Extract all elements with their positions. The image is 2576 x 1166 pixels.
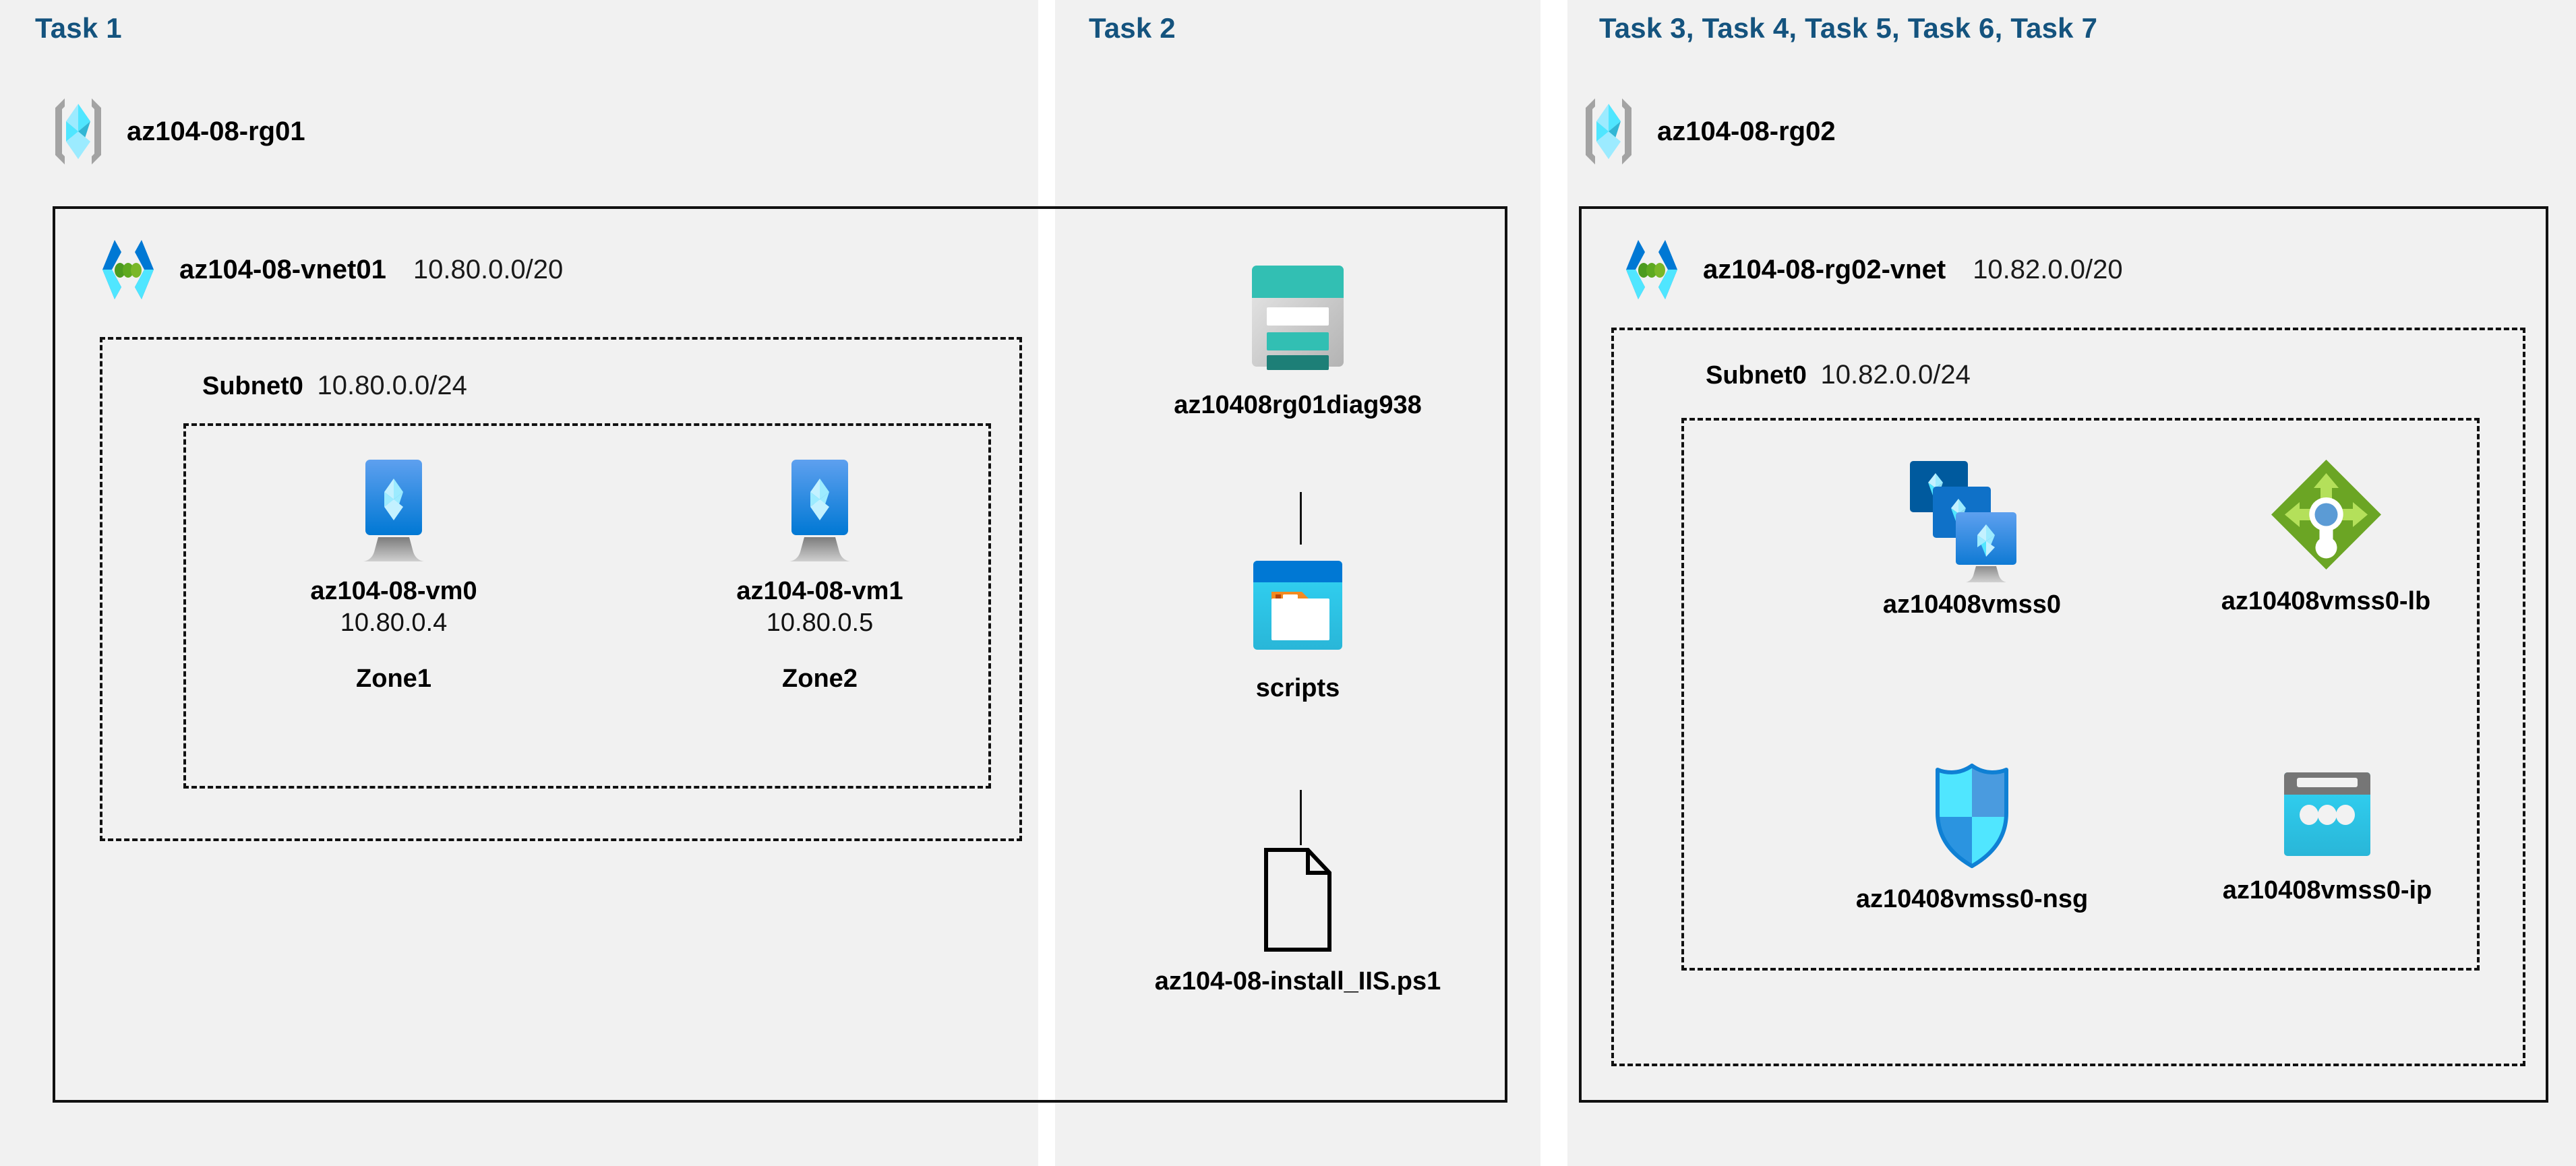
node-public-ip-address[interactable]: az10408vmss0-ip — [2165, 768, 2489, 906]
vnet-cidr: 10.82.0.0/20 — [1973, 254, 2123, 284]
vm-scale-set-label: az10408vmss0 — [1882, 590, 2062, 619]
resource-group-icon — [1578, 94, 1640, 168]
virtual-network-icon — [1618, 237, 1685, 302]
script-file-icon — [1254, 846, 1342, 954]
vm-scale-set-icon — [1905, 456, 2039, 582]
virtual-network-icon — [94, 237, 162, 302]
vnet-boundary-vnet01 — [53, 206, 1507, 1103]
storage-account-icon — [1237, 256, 1358, 377]
virtual-machine-icon — [769, 456, 870, 563]
task-title-3: Task 3, Task 4, Task 5, Task 6, Task 7 — [1599, 12, 2098, 44]
load-balancer-icon — [2267, 456, 2385, 574]
vnet-name: az104-08-rg02-vnet — [1703, 254, 1946, 284]
storage-account-label: az10408rg01diag938 — [1174, 391, 1422, 419]
resource-group-name: az104-08-rg02 — [1657, 116, 1836, 146]
node-vm1[interactable]: az104-08-vm1 10.80.0.5 Zone2 — [705, 456, 934, 694]
vm-label: az104-08-vm0 — [310, 577, 477, 605]
vnet-cidr: 10.80.0.0/20 — [413, 254, 564, 284]
connector-storage-to-scripts — [1300, 492, 1302, 545]
public-ip-address-label: az10408vmss0-ip — [2222, 876, 2432, 904]
subnet-boundary-subnet0-vnet01 — [100, 337, 1022, 841]
resource-group-row-rg02: az104-08-rg02 — [1578, 94, 1836, 168]
vm-zone: Zone2 — [782, 664, 858, 693]
vnet-boundary-rg02-vnet — [1579, 206, 2548, 1103]
network-security-group-icon — [1921, 760, 2023, 871]
node-blob-container[interactable]: scripts — [1176, 553, 1419, 704]
subnet-inner-boundary-rg02vnet — [1681, 418, 2480, 971]
blob-container-label: scripts — [1255, 674, 1340, 702]
script-file-label: az104-08-install_IIS.ps1 — [1154, 967, 1441, 995]
subnet-label-rg02vnet: Subnet0 10.82.0.0/24 — [1706, 360, 1971, 390]
subnet-label-vnet01: Subnet0 10.80.0.0/24 — [202, 371, 467, 401]
node-storage-account[interactable]: az10408rg01diag938 — [1129, 256, 1466, 421]
resource-group-icon — [47, 94, 109, 168]
task-title-2: Task 2 — [1089, 12, 1176, 44]
panel-task1 — [0, 0, 1038, 1166]
task-title-1: Task 1 — [35, 12, 122, 44]
vnet-name: az104-08-vnet01 — [179, 254, 386, 284]
node-script-file[interactable]: az104-08-install_IIS.ps1 — [1082, 846, 1514, 997]
vm-ip: 10.80.0.5 — [766, 609, 874, 638]
load-balancer-label: az10408vmss0-lb — [2221, 587, 2431, 615]
subnet-boundary-subnet0-rg02vnet — [1611, 328, 2525, 1066]
node-load-balancer[interactable]: az10408vmss0-lb — [2157, 456, 2494, 617]
subnet-cidr: 10.82.0.0/24 — [1820, 360, 1971, 390]
network-security-group-label: az10408vmss0-nsg — [1855, 885, 2089, 913]
panel-task3 — [1567, 0, 2576, 1166]
subnet-inner-boundary-vnet01 — [183, 423, 991, 789]
virtual-machine-icon — [343, 456, 444, 563]
vm-zone: Zone1 — [356, 664, 431, 693]
subnet-name: Subnet0 — [202, 372, 303, 400]
vm-ip: 10.80.0.4 — [340, 609, 448, 638]
vnet-row-rg02vnet: az104-08-rg02-vnet 10.82.0.0/20 — [1618, 237, 2123, 302]
node-network-security-group[interactable]: az10408vmss0-nsg — [1807, 760, 2137, 915]
connector-scripts-to-script-file — [1300, 790, 1302, 845]
resource-group-row-rg01: az104-08-rg01 — [47, 94, 305, 168]
public-ip-address-icon — [2277, 768, 2377, 863]
blob-container-icon — [1244, 553, 1352, 661]
resource-group-name: az104-08-rg01 — [127, 116, 305, 146]
subnet-name: Subnet0 — [1706, 361, 1807, 390]
subnet-cidr: 10.80.0.0/24 — [317, 371, 467, 400]
node-vm0[interactable]: az104-08-vm0 10.80.0.4 Zone1 — [279, 456, 508, 694]
node-vm-scale-set[interactable]: az10408vmss0 — [1814, 456, 2130, 620]
vnet-row-vnet01: az104-08-vnet01 10.80.0.0/20 — [94, 237, 563, 302]
vm-label: az104-08-vm1 — [736, 577, 903, 605]
